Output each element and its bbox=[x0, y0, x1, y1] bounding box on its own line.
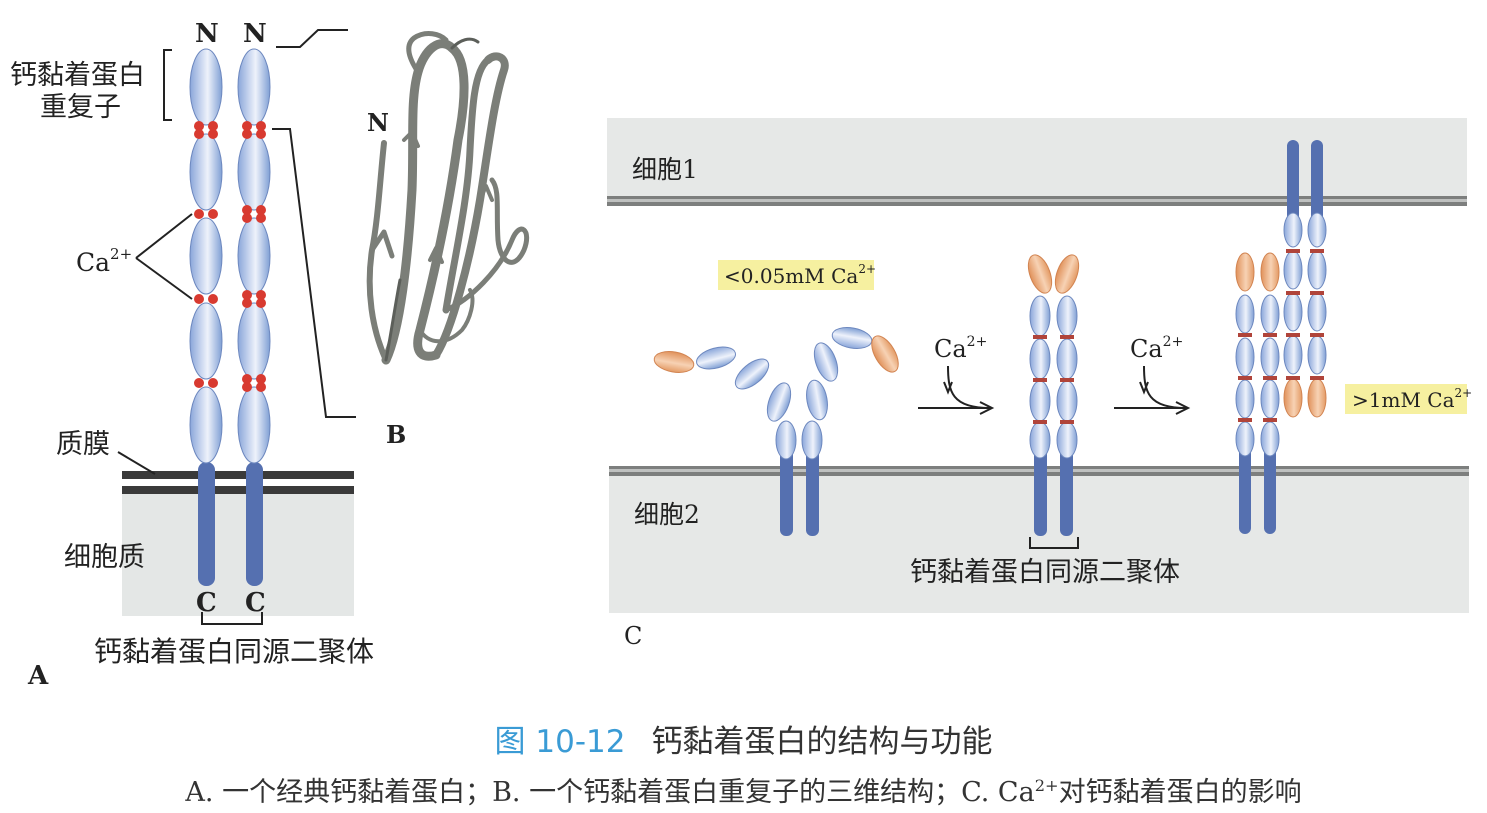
figure-caption-title: 图 10-12 钙黏着蛋白的结构与功能 bbox=[0, 716, 1487, 761]
panel-b-ribbon-structure bbox=[366, 31, 530, 365]
dimer-label-a: 钙黏着蛋白同源二聚体 bbox=[94, 635, 374, 668]
arrow2-icon bbox=[1114, 365, 1191, 415]
membrane-pointer bbox=[117, 451, 156, 475]
panel-c: 细胞1 细胞2 <0.05mM Ca2+ Ca2+ bbox=[607, 118, 1472, 650]
dimer-bracket-c bbox=[1029, 537, 1079, 549]
c-terminal-label-left: C bbox=[196, 588, 217, 618]
domains-right bbox=[237, 48, 271, 464]
figure-canvas: N N C C 钙黏着蛋白 重复子 Ca2+ 质膜 细胞质 钙黏着蛋白同源二聚体… bbox=[10, 19, 1472, 691]
panel-a: N N C C 钙黏着蛋白 重复子 Ca2+ 质膜 细胞质 钙黏着蛋白同源二聚体… bbox=[10, 19, 374, 691]
plasma-membrane-outer bbox=[122, 471, 354, 479]
repeat-label-line1: 钙黏着蛋白 bbox=[10, 60, 145, 91]
high-ca-highlight bbox=[1345, 384, 1467, 414]
panel-c-letter: C bbox=[624, 622, 642, 650]
ca-pointer-lines bbox=[135, 213, 193, 300]
n-terminal-label-b: N bbox=[367, 108, 389, 137]
low-ca-label: <0.05mM Ca2+ bbox=[724, 262, 876, 288]
plasma-membrane-inner bbox=[122, 486, 354, 494]
n-terminal-label-left: N bbox=[195, 19, 219, 49]
panel-b-letter: B bbox=[386, 420, 406, 449]
state-dimer bbox=[1027, 254, 1080, 536]
cell1-label: 细胞1 bbox=[632, 155, 698, 184]
membrane-label: 质膜 bbox=[56, 429, 110, 460]
figure-number: 图 10-12 bbox=[494, 724, 626, 760]
arrow2-ca-label: Ca2+ bbox=[1130, 334, 1183, 363]
stalk-left bbox=[198, 462, 215, 586]
repeat-label-line2: 重复子 bbox=[40, 92, 121, 123]
connector-bottom bbox=[272, 128, 356, 418]
caption-sub-part1: A. 一个经典钙黏着蛋白；B. 一个钙黏着蛋白重复子的三维结构；C. Ca bbox=[185, 777, 1035, 808]
caption-sub-sup: 2+ bbox=[1034, 776, 1059, 795]
repeat-bracket bbox=[163, 49, 172, 121]
cell2-label: 细胞2 bbox=[634, 500, 700, 529]
state-high-calcium bbox=[1235, 140, 1327, 534]
cell1-region bbox=[607, 118, 1467, 196]
panel-a-letter: A bbox=[27, 661, 49, 691]
figure-title: 钙黏着蛋白的结构与功能 bbox=[651, 724, 993, 760]
caption-sub-part2: 对钙黏着蛋白的影响 bbox=[1058, 777, 1302, 808]
n-terminal-label-right: N bbox=[243, 19, 267, 49]
ca-label-a: Ca2+ bbox=[76, 245, 132, 277]
connector-top bbox=[276, 29, 348, 48]
figure-caption-subtitle: A. 一个经典钙黏着蛋白；B. 一个钙黏着蛋白重复子的三维结构；C. Ca2+对… bbox=[0, 770, 1487, 809]
arrow1-ca-label: Ca2+ bbox=[934, 334, 987, 363]
state-low-calcium bbox=[653, 327, 899, 536]
calcium-ions-a bbox=[194, 121, 266, 392]
cytoplasm-label: 细胞质 bbox=[64, 542, 145, 573]
arrow1-icon bbox=[918, 365, 995, 415]
cytoplasm-region bbox=[122, 494, 354, 616]
stalk-right bbox=[246, 462, 263, 586]
domains-left bbox=[189, 48, 223, 464]
high-ca-label: >1mM Ca2+ bbox=[1352, 386, 1472, 412]
low-ca-highlight bbox=[718, 260, 874, 290]
c-terminal-label-right: C bbox=[245, 588, 266, 618]
dimer-bracket-a bbox=[201, 612, 263, 625]
dimer-label-c: 钙黏着蛋白同源二聚体 bbox=[910, 557, 1180, 588]
